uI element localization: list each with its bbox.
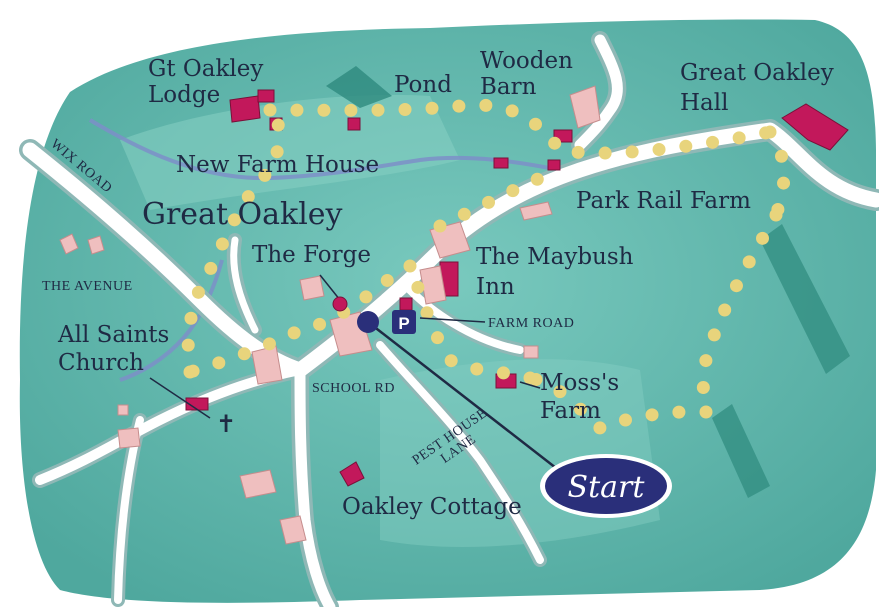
route-segment-main-road <box>433 171 547 233</box>
church-pointer <box>149 377 211 419</box>
farm-road-pointer <box>419 317 486 323</box>
avenue-north <box>230 236 259 334</box>
building-village-13 <box>117 404 129 416</box>
start-label: Start <box>568 470 646 505</box>
building-park-rail-2 <box>547 159 561 171</box>
moss-farm-pointer <box>519 381 541 389</box>
pest-house-lane-road <box>376 341 544 564</box>
building-oakley-cottage <box>339 461 365 487</box>
building-gt-oakley-lodge <box>229 95 261 123</box>
label-new-farm-house: New Farm House <box>176 152 379 178</box>
start-point-icon <box>357 311 379 333</box>
the-avenue-road <box>35 365 305 485</box>
route-segment-village <box>183 259 417 379</box>
building-wooden-barn <box>493 157 509 169</box>
building-village-9 <box>299 275 325 301</box>
building-village-5 <box>251 345 283 385</box>
building-great-oakley-hall <box>781 103 849 151</box>
route-segment-hall-east <box>763 125 791 222</box>
building-village-12 <box>519 201 553 221</box>
building-village-11 <box>87 235 105 255</box>
building-village-10 <box>59 233 79 255</box>
woodland-east <box>760 224 850 374</box>
route-segment-south <box>523 371 713 436</box>
north-lane <box>574 34 623 151</box>
church-cross-icon: ✝ <box>216 410 236 438</box>
field-tint-north <box>120 94 460 210</box>
stream <box>88 118 561 181</box>
building-village-1 <box>569 85 601 129</box>
woodland-south <box>712 404 770 498</box>
stream-west <box>119 259 224 382</box>
label-school-rd: SCHOOL RD <box>312 381 395 396</box>
label-oakley-cottage: Oakley Cottage <box>342 494 522 520</box>
route-segment-west <box>181 103 286 379</box>
label-the-avenue: THE AVENUE <box>42 279 133 294</box>
building-village-14 <box>523 345 539 359</box>
building-new-farm-2 <box>347 117 361 131</box>
label-park-rail-farm: Park Rail Farm <box>576 188 751 214</box>
building-farm-road <box>399 297 413 311</box>
route-segment-north <box>263 98 777 160</box>
farm-road <box>406 286 524 354</box>
parking-icon: P <box>392 310 416 334</box>
walking-route <box>181 98 791 436</box>
route-segment-moss-farm <box>403 259 537 385</box>
label-great-oakley: Great Oakley <box>142 197 343 232</box>
building-village-7 <box>239 469 277 499</box>
south-road <box>294 364 336 607</box>
building-village-8 <box>279 515 307 545</box>
label-pond: Pond <box>394 72 452 98</box>
forge-pin-icon <box>319 274 348 312</box>
main-road <box>292 122 879 378</box>
start-badge[interactable]: Start <box>540 454 672 518</box>
roads <box>22 34 879 607</box>
woodland-pond <box>326 66 392 108</box>
label-the-forge: The Forge <box>252 242 371 268</box>
building-village-6 <box>117 427 141 449</box>
building-lodge-annex <box>257 89 275 103</box>
parking-label: P <box>398 314 409 333</box>
building-village-3 <box>419 265 447 305</box>
label-farm-road: FARM ROAD <box>488 316 574 331</box>
start-pointer-line <box>367 321 557 469</box>
